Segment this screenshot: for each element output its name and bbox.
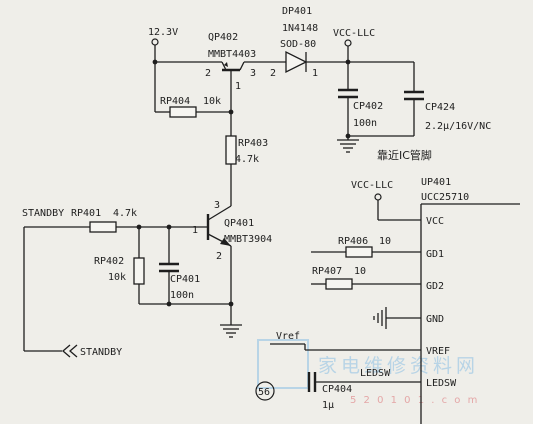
resistor-rp403: RP403 4.7k <box>225 112 268 206</box>
dp401-ref: DP401 <box>282 6 312 17</box>
ic-pin-gnd: GND <box>426 314 444 325</box>
note-near-ic: 靠近IC管脚 <box>377 148 432 162</box>
cp404-ref: CP404 <box>322 384 352 395</box>
qp402-pin-3: 3 <box>250 68 256 79</box>
cp424-value: 2.2μ/16V/NC <box>425 121 491 132</box>
rp407-ref: RP407 <box>312 266 342 277</box>
watermark-url: 5 2 0 1 0 1 . c o m <box>350 395 479 406</box>
qp401-pin-3: 3 <box>214 200 220 211</box>
ground-ic <box>373 307 421 329</box>
watermark-badge <box>255 381 275 401</box>
qp402-pin-2: 2 <box>205 68 211 79</box>
vcc-llc-ic-label: VCC-LLC <box>351 180 393 191</box>
rp407-value: 10 <box>354 266 366 277</box>
rp404-ref: RP404 <box>160 96 190 107</box>
ic-pin-gd2: GD2 <box>426 281 444 292</box>
ic-up401: UP401 UCC25710 VCC GD1 GD2 GND VREF LEDS… <box>420 177 520 424</box>
qp401-pin-1: 1 <box>192 225 198 236</box>
resistor-rp404: RP404 10k <box>155 96 234 118</box>
vref-label: Vref <box>276 331 300 342</box>
vcc-llc-top: VCC-LLC <box>333 28 375 62</box>
dp401-pin-1: 1 <box>312 68 318 79</box>
resistor-rp407: RP407 10 <box>311 266 421 290</box>
qp401-part: MMBT3904 <box>224 234 272 245</box>
standby-output: STANDBY <box>62 344 122 358</box>
capacitor-cp424: CP424 2.2μ/16V/NC <box>345 62 491 139</box>
cp424-ref: CP424 <box>425 102 455 113</box>
capacitor-cp402: CP402 100n <box>338 62 383 140</box>
capacitor-cp401: CP401 100n <box>159 227 200 304</box>
ic-pin-gd1: GD1 <box>426 249 444 260</box>
rp406-value: 10 <box>379 236 391 247</box>
dp401-part: 1N4148 <box>282 23 318 34</box>
cp401-ref: CP401 <box>170 274 200 285</box>
vref-net: Vref <box>270 331 421 351</box>
rp402-ref: RP402 <box>94 256 124 267</box>
rp403-value: 4.7k <box>235 154 259 165</box>
diode-dp401: DP401 1N4148 SOD-80 2 1 <box>270 6 414 79</box>
transistor-qp402: QP402 MMBT4403 2 3 1 <box>205 32 286 112</box>
cp402-ref: CP402 <box>353 101 383 112</box>
rp403-ref: RP403 <box>238 138 268 149</box>
cp402-value: 100n <box>353 118 377 129</box>
qp401-ref: QP401 <box>224 218 254 229</box>
qp402-part: MMBT4403 <box>208 49 256 60</box>
rp402-value: 10k <box>108 272 126 283</box>
watermark-logo-frame <box>257 339 309 389</box>
resistor-rp402: RP402 10k <box>94 227 234 307</box>
ic-ref: UP401 <box>421 177 451 188</box>
vcc-llc-top-label: VCC-LLC <box>333 28 375 39</box>
ic-pin-vref: VREF <box>426 346 450 357</box>
qp401-pin-2: 2 <box>216 251 222 262</box>
dp401-pin-2: 2 <box>270 68 276 79</box>
standby-input: STANDBY <box>22 208 90 352</box>
ic-part: UCC25710 <box>421 192 469 203</box>
watermark-text: 家电维修资料网 <box>318 355 479 377</box>
transistor-qp401: QP401 MMBT3904 3 1 2 <box>192 200 272 325</box>
supply-12v: 12.3V <box>148 27 222 112</box>
watermark-badge-label: 56 <box>258 387 270 398</box>
capacitor-cp404: LEDSW CP404 1μ <box>307 368 421 411</box>
cp401-value: 100n <box>170 290 194 301</box>
standby-out-label: STANDBY <box>80 347 122 358</box>
ground-cap-bank: 靠近IC管脚 <box>337 139 432 162</box>
rp401-value: 4.7k <box>113 208 137 219</box>
ic-pin-ledsw: LEDSW <box>426 378 457 389</box>
ground-standby <box>220 324 242 338</box>
ic-pin-vcc: VCC <box>426 216 444 227</box>
rp401-ref: RP401 <box>71 208 101 219</box>
supply-12v-label: 12.3V <box>148 27 178 38</box>
vcc-llc-ic: VCC-LLC <box>351 180 421 221</box>
watermark: 家电维修资料网 5 2 0 1 0 1 . c o m 56 <box>255 339 479 406</box>
standby-in-label: STANDBY <box>22 208 64 219</box>
qp402-ref: QP402 <box>208 32 238 43</box>
rp404-value: 10k <box>203 96 221 107</box>
resistor-rp406: RP406 10 <box>311 236 421 258</box>
supply-12v-terminal <box>151 38 159 46</box>
cp404-value: 1μ <box>322 400 334 411</box>
dp401-package: SOD-80 <box>280 39 316 50</box>
ledsw-net-label: LEDSW <box>360 368 391 379</box>
rp406-ref: RP406 <box>338 236 368 247</box>
qp402-pin-1: 1 <box>235 81 241 92</box>
